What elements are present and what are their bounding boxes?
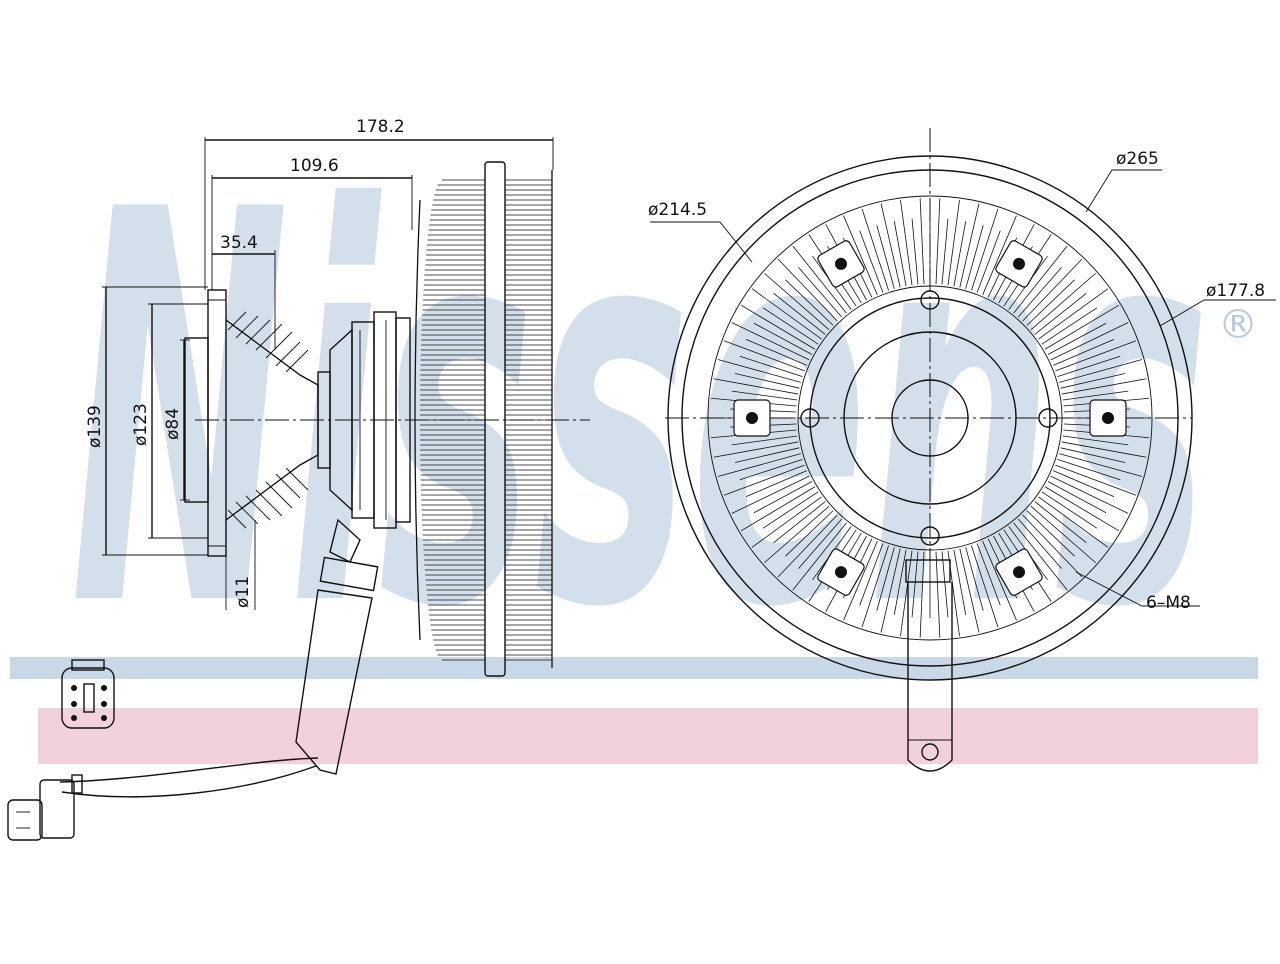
watermark-blue-band: [10, 657, 1258, 679]
fan-plate: [484, 161, 506, 677]
mounting-flange: [184, 289, 319, 557]
side-dimension-lines: [102, 137, 554, 610]
nissens-watermark: Nissens ®: [10, 98, 1258, 764]
fin-outer-circle: [707, 195, 1153, 641]
dim-bolt-circle-diameter: ø123: [131, 403, 151, 446]
cooling-fins-front: [710, 198, 1150, 638]
outer-ring: [667, 155, 1193, 681]
outer-ring-inner-edge: [681, 169, 1179, 667]
dim-pilot-diameter: ø84: [163, 408, 183, 440]
mounting-bosses: [733, 240, 1127, 596]
front-dimension-leaders: [650, 169, 1276, 607]
clutch-hub: [317, 311, 411, 529]
dim-overall-length: 178.2: [356, 117, 405, 137]
connector-face-icon: [61, 659, 115, 729]
dim-flange-depth: 35.4: [220, 233, 258, 253]
dim-bolt-hole-diameter: ø11: [233, 576, 253, 608]
hub-inner-circle: [891, 379, 969, 457]
side-view: 178.2 109.6 35.4 ø139 ø123 ø84 ø11: [7, 117, 590, 841]
dim-fin-diameter: ø214.5: [648, 200, 707, 220]
fin-inner-circle: [797, 285, 1063, 551]
sensor-arm: [905, 559, 953, 772]
dim-hub-to-fan: 109.6: [290, 156, 339, 176]
cooling-fins-side: [414, 170, 553, 668]
watermark-registered-mark: ®: [1218, 302, 1258, 348]
speed-sensor-cable: [59, 518, 379, 798]
hub-pin-holes: [800, 290, 1058, 546]
watermark-logo-text: Nissens: [70, 98, 1210, 726]
dim-outer-diameter: ø265: [1116, 149, 1159, 169]
dim-thread-spec: 6–M8: [1146, 593, 1191, 613]
front-view: ø265 ø214.5 ø177.8 6–M8: [648, 128, 1276, 772]
watermark-red-band: [38, 708, 1258, 764]
hub-outer-circle: [843, 331, 1017, 505]
dim-flange-diameter: ø139: [85, 405, 105, 448]
connector-plug-icon: [7, 774, 83, 841]
hub-ring: [809, 297, 1051, 539]
dim-inner-diameter: ø177.8: [1206, 281, 1265, 301]
